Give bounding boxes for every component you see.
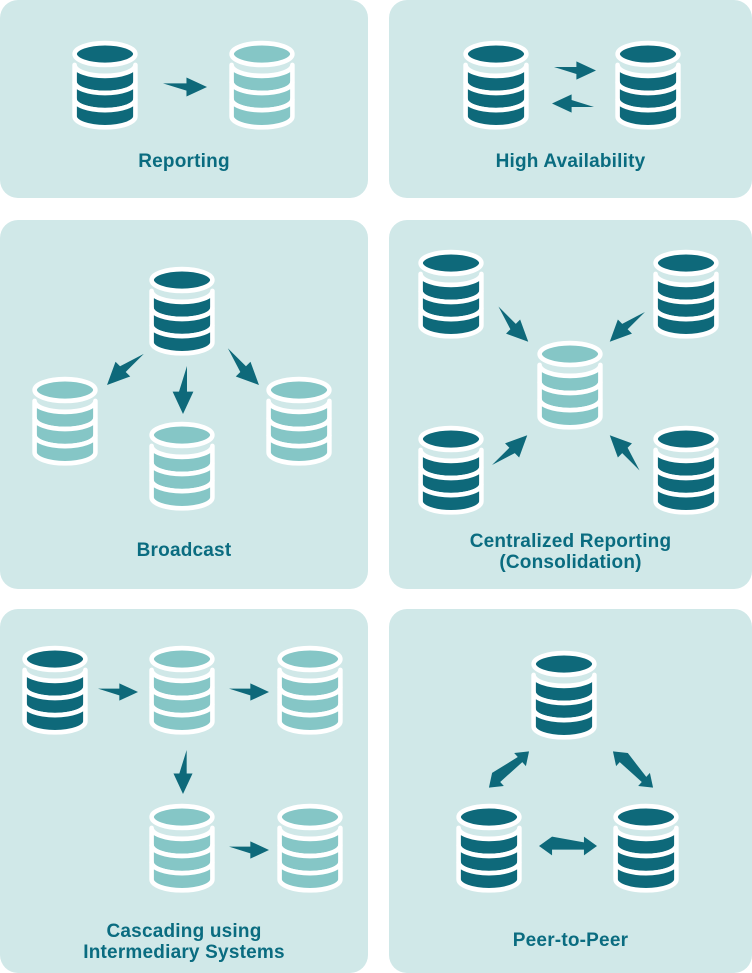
panel-title: Broadcast — [0, 540, 368, 561]
replication-arrow-down-icon — [172, 366, 194, 414]
replication-arrow-left-icon — [552, 94, 594, 113]
replica-database-icon — [261, 376, 337, 468]
panel-title: High Availability — [389, 151, 752, 172]
peer-database-icon — [451, 803, 527, 895]
consolidation-arrow-icon — [602, 428, 650, 475]
panel-peer-to-peer: Peer-to-Peer — [389, 609, 752, 973]
panel-title-line1: Cascading using — [106, 921, 262, 942]
replication-arrow-right-icon — [554, 61, 596, 80]
replication-arrow-down-left-icon — [99, 343, 149, 393]
peer-database-icon — [526, 650, 602, 742]
primary-database-icon — [648, 425, 724, 517]
replication-arrow-down-right-icon — [217, 343, 267, 393]
replication-arrow-icon — [163, 77, 207, 97]
primary-database-icon — [17, 645, 93, 737]
intermediary-database-icon — [144, 803, 220, 895]
panel-centralized-reporting: Centralized Reporting (Consolidation) — [389, 220, 752, 589]
panel-title: Peer-to-Peer — [389, 930, 752, 951]
panel-title: Reporting — [0, 151, 368, 172]
panel-title-line1: Reporting — [138, 151, 230, 172]
replica-database-icon — [224, 40, 300, 132]
replication-arrow-icon — [98, 683, 138, 701]
primary-database-icon — [610, 40, 686, 132]
panel-high-availability: High Availability — [389, 0, 752, 198]
panel-title-line1: Broadcast — [136, 540, 232, 561]
panel-title-line2: (Consolidation) — [499, 552, 642, 573]
panel-cascading: Cascading using Intermediary Systems — [0, 609, 368, 973]
consolidation-arrow-icon — [487, 428, 535, 475]
replication-arrow-icon — [229, 683, 269, 701]
replication-arrow-icon — [229, 841, 269, 859]
panel-title-line1: Peer-to-Peer — [512, 930, 629, 951]
primary-database-icon — [648, 249, 724, 341]
replica-database-icon — [272, 645, 348, 737]
panel-broadcast: Broadcast — [0, 220, 368, 589]
panel-title-line2: Intermediary Systems — [83, 942, 285, 963]
panel-title-line1: High Availability — [495, 151, 646, 172]
replication-arrow-down-icon — [173, 750, 193, 794]
peer-database-icon — [608, 803, 684, 895]
bidirectional-arrow-icon — [539, 836, 597, 856]
panel-title: Centralized Reporting (Consolidation) — [389, 531, 752, 573]
bidirectional-arrow-icon — [607, 744, 659, 795]
primary-database-icon — [144, 266, 220, 358]
panel-reporting: Reporting — [0, 0, 368, 198]
primary-database-icon — [458, 40, 534, 132]
replica-database-icon — [144, 421, 220, 513]
panel-title-line1: Centralized Reporting — [469, 531, 672, 552]
replica-database-icon — [27, 376, 103, 468]
intermediary-database-icon — [144, 645, 220, 737]
primary-database-icon — [67, 40, 143, 132]
consolidation-arrow-icon — [488, 302, 536, 349]
primary-database-icon — [413, 249, 489, 341]
primary-database-icon — [413, 425, 489, 517]
consolidation-arrow-icon — [602, 302, 650, 349]
panel-title: Cascading using Intermediary Systems — [0, 921, 368, 963]
replica-database-icon — [272, 803, 348, 895]
central-replica-database-icon — [532, 340, 608, 432]
bidirectional-arrow-icon — [483, 744, 535, 795]
